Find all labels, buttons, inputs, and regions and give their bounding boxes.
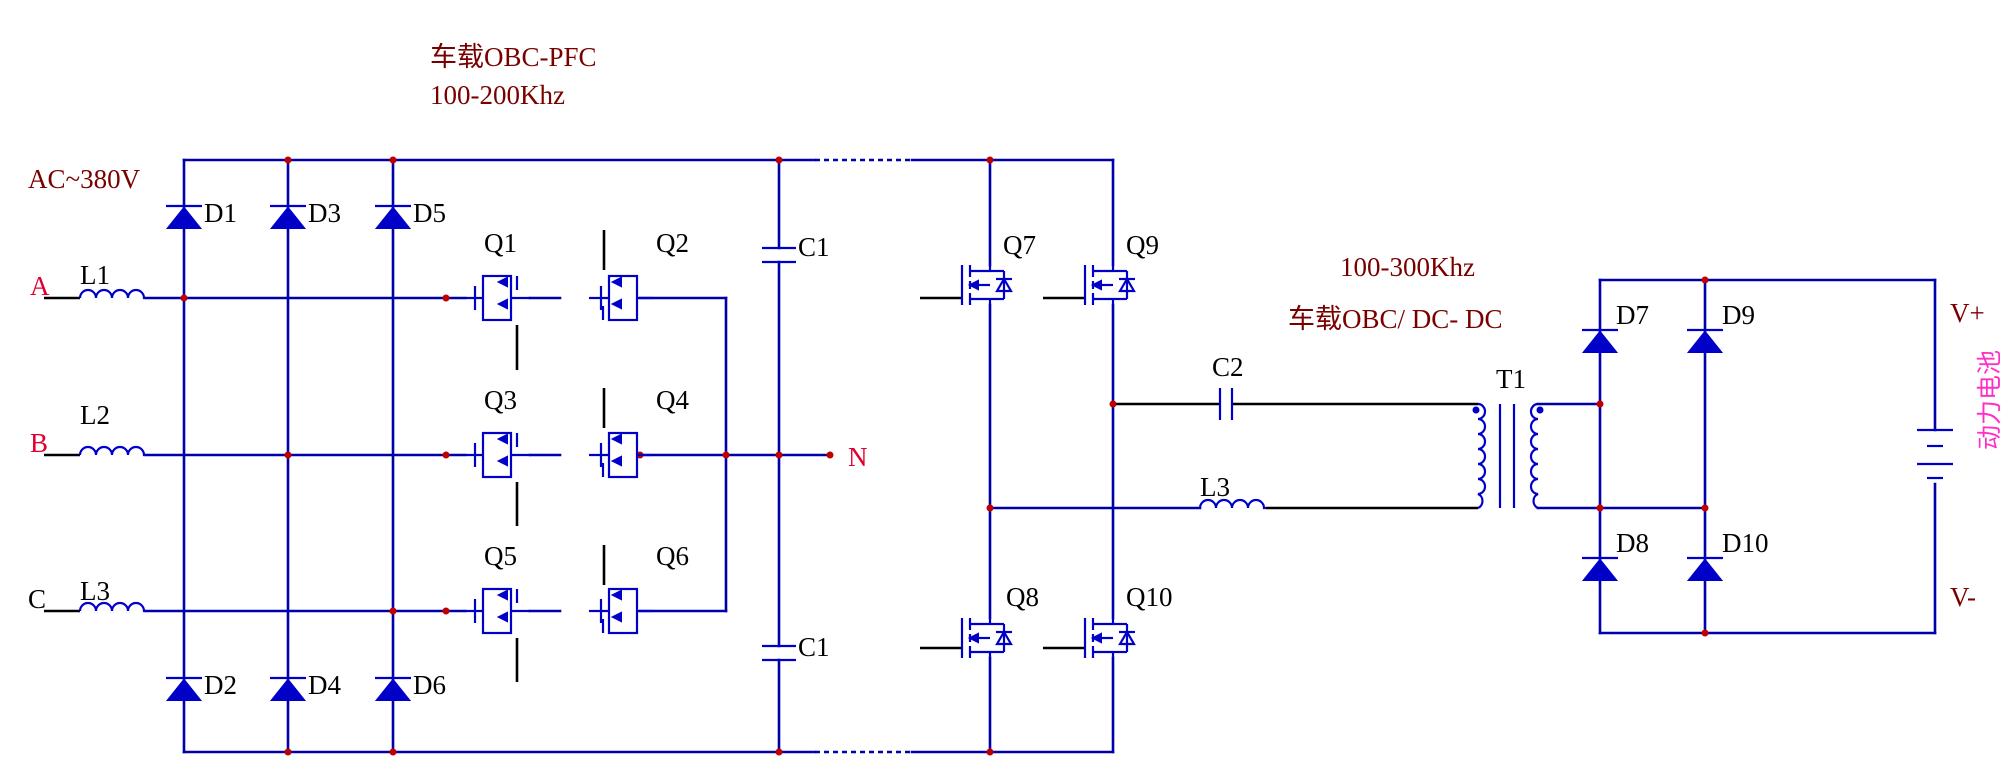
mosfet-q4-label: Q4 bbox=[656, 385, 689, 415]
output-positive-label: V+ bbox=[1950, 298, 1985, 328]
neutral-label: N bbox=[848, 442, 868, 472]
mosfet-q6 bbox=[589, 587, 653, 635]
ac-input-label: AC~380V bbox=[28, 164, 141, 194]
mosfet-q2 bbox=[589, 274, 653, 322]
mosfet-q8-label: Q8 bbox=[1006, 582, 1039, 612]
phase-a-label: A bbox=[30, 271, 50, 301]
capacitor-c1-bottom bbox=[762, 644, 796, 662]
diode-d9 bbox=[1686, 328, 1724, 353]
diode-d4 bbox=[269, 676, 307, 701]
diode-d10-label: D10 bbox=[1722, 528, 1769, 558]
diode-d3-label: D3 bbox=[308, 198, 341, 228]
diode-d2-label: D2 bbox=[204, 670, 237, 700]
mosfet-q9 bbox=[1083, 265, 1136, 305]
wiring bbox=[44, 158, 1937, 754]
dc-title: 车载OBC/ DC- DC bbox=[1288, 304, 1503, 334]
inductor-l1 bbox=[78, 288, 146, 300]
mosfet-q1 bbox=[465, 274, 531, 322]
output-negative-label: V- bbox=[1950, 582, 1976, 612]
transformer-t1-label: T1 bbox=[1496, 364, 1526, 394]
phase-c-label: C bbox=[28, 584, 46, 614]
battery-icon bbox=[1917, 428, 1953, 480]
mosfet-q2-label: Q2 bbox=[656, 228, 689, 258]
diode-d1 bbox=[165, 204, 203, 229]
inductor-l2 bbox=[78, 445, 146, 457]
capacitor-c1-bottom-label: C1 bbox=[798, 632, 830, 662]
dc-frequency: 100-300Khz bbox=[1340, 252, 1475, 282]
mosfet-q4 bbox=[589, 431, 653, 479]
mosfet-q9-label: Q9 bbox=[1126, 230, 1159, 260]
inductor-l3-label: L3 bbox=[80, 576, 110, 606]
inductor-l1-label: L1 bbox=[80, 260, 110, 290]
mosfet-q1-label: Q1 bbox=[484, 228, 517, 258]
phase-b-label: B bbox=[30, 428, 48, 458]
resonant-inductor-label: L3 bbox=[1200, 472, 1230, 502]
diode-d8-label: D8 bbox=[1616, 528, 1649, 558]
capacitor-c1-top-label: C1 bbox=[798, 232, 830, 262]
battery-label: 动力电池 bbox=[1975, 350, 2004, 450]
pfc-title: 车载OBC-PFC bbox=[430, 42, 597, 72]
transformer-t1 bbox=[1472, 402, 1544, 510]
capacitor-c2 bbox=[1218, 388, 1234, 420]
mosfet-q10 bbox=[1083, 618, 1136, 658]
diode-d1-label: D1 bbox=[204, 198, 237, 228]
pfc-frequency: 100-200Khz bbox=[430, 80, 565, 110]
mosfet-q6-label: Q6 bbox=[656, 541, 689, 571]
mosfet-q5 bbox=[465, 587, 531, 635]
mosfet-q10-label: Q10 bbox=[1126, 582, 1173, 612]
labels: 车载OBC-PFC 100-200Khz AC~380V 100-300Khz … bbox=[28, 42, 2004, 700]
mosfet-q7-label: Q7 bbox=[1003, 230, 1036, 260]
inductor-l3-resonant bbox=[1198, 498, 1266, 510]
mosfet-q3-label: Q3 bbox=[484, 385, 517, 415]
inductor-l3-input bbox=[78, 601, 146, 613]
mosfet-q7 bbox=[960, 265, 1013, 305]
diode-d6-label: D6 bbox=[413, 670, 446, 700]
diode-d2 bbox=[165, 676, 203, 701]
diode-d9-label: D9 bbox=[1722, 300, 1755, 330]
diode-d8 bbox=[1581, 556, 1619, 581]
diode-d6 bbox=[374, 676, 412, 701]
junction-dots bbox=[180, 156, 1709, 756]
diode-d10 bbox=[1686, 556, 1724, 581]
mosfet-q3 bbox=[465, 431, 531, 479]
diode-d5-label: D5 bbox=[413, 198, 446, 228]
capacitor-c2-label: C2 bbox=[1212, 352, 1244, 382]
mosfet-q5-label: Q5 bbox=[484, 541, 517, 571]
inductor-l2-label: L2 bbox=[80, 400, 110, 430]
diode-d5 bbox=[374, 204, 412, 229]
diode-d7 bbox=[1581, 328, 1619, 353]
capacitor-c1-top bbox=[762, 246, 796, 264]
diode-d7-label: D7 bbox=[1616, 300, 1649, 330]
mosfet-q8 bbox=[960, 618, 1013, 658]
diode-d4-label: D4 bbox=[308, 670, 341, 700]
diode-d3 bbox=[269, 204, 307, 229]
